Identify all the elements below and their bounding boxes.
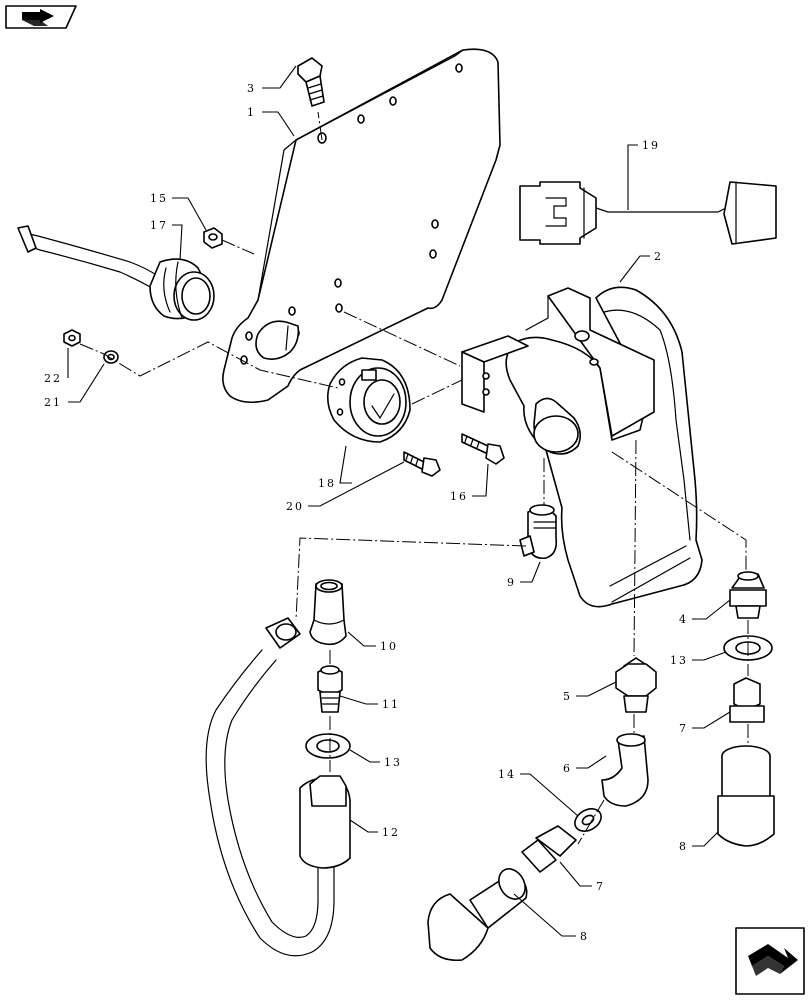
callout-18: 18: [318, 477, 336, 490]
callout-12: 12: [382, 826, 400, 839]
callout-8-lower: 8: [580, 930, 589, 943]
callout-19: 19: [642, 139, 660, 152]
coupler-10: [309, 579, 347, 646]
assembly-axis-lines: [79, 111, 749, 845]
socket-connector-18: [326, 357, 411, 443]
elbow-6: [601, 733, 649, 807]
adapter-7-right: [729, 677, 765, 723]
washer-14: [574, 808, 602, 832]
callout-21: 21: [44, 396, 62, 409]
hose-12: [205, 617, 351, 957]
next-page-arrow-icon[interactable]: [735, 927, 805, 995]
bolt-20: [403, 451, 441, 477]
callout-labels: 3 1 15 17 22 21 18 20 16 19 2 9 10 11 13…: [44, 82, 688, 943]
callout-20: 20: [286, 500, 304, 513]
adapter-7-lower: [521, 825, 577, 873]
callout-4: 4: [679, 613, 688, 626]
mounting-plate: [222, 48, 501, 404]
callout-11: 11: [382, 698, 400, 711]
callout-7-right: 7: [679, 722, 688, 735]
callout-13-right: 13: [670, 654, 688, 667]
adapter-4: [729, 571, 767, 619]
callout-13-left: 13: [384, 756, 402, 769]
elbow-fitting-9: [519, 504, 558, 560]
callout-22: 22: [44, 372, 62, 385]
callout-2: 2: [654, 250, 663, 263]
washer-13-left: [305, 733, 351, 759]
bolt-16: [461, 433, 505, 465]
callout-16: 16: [450, 490, 468, 503]
callout-8-right: 8: [679, 840, 688, 853]
callout-7-lower: 7: [596, 880, 605, 893]
wiring-harness-19: [519, 181, 777, 245]
callout-5: 5: [563, 690, 572, 703]
callout-6: 6: [563, 762, 572, 775]
callout-3: 3: [247, 82, 256, 95]
nut-22: [63, 329, 81, 347]
callout-10: 10: [380, 640, 398, 653]
coupler-8-right: [717, 745, 775, 847]
washer-21: [103, 350, 119, 364]
callout-14: 14: [498, 768, 516, 781]
leader-lines: [67, 65, 731, 937]
nut-15: [203, 227, 223, 249]
callout-15: 15: [150, 192, 168, 205]
cable-grommet-17: [17, 225, 215, 321]
coupler-8-lower: [427, 868, 528, 962]
bolt-3: [297, 57, 325, 107]
bracket-assembly-2: [461, 286, 703, 608]
adapter-5: [615, 657, 657, 713]
callout-1: 1: [247, 106, 256, 119]
callout-17: 17: [150, 219, 168, 232]
callout-9: 9: [507, 576, 516, 589]
book-arrow-icon[interactable]: [5, 5, 77, 29]
adapter-11: [317, 665, 343, 713]
